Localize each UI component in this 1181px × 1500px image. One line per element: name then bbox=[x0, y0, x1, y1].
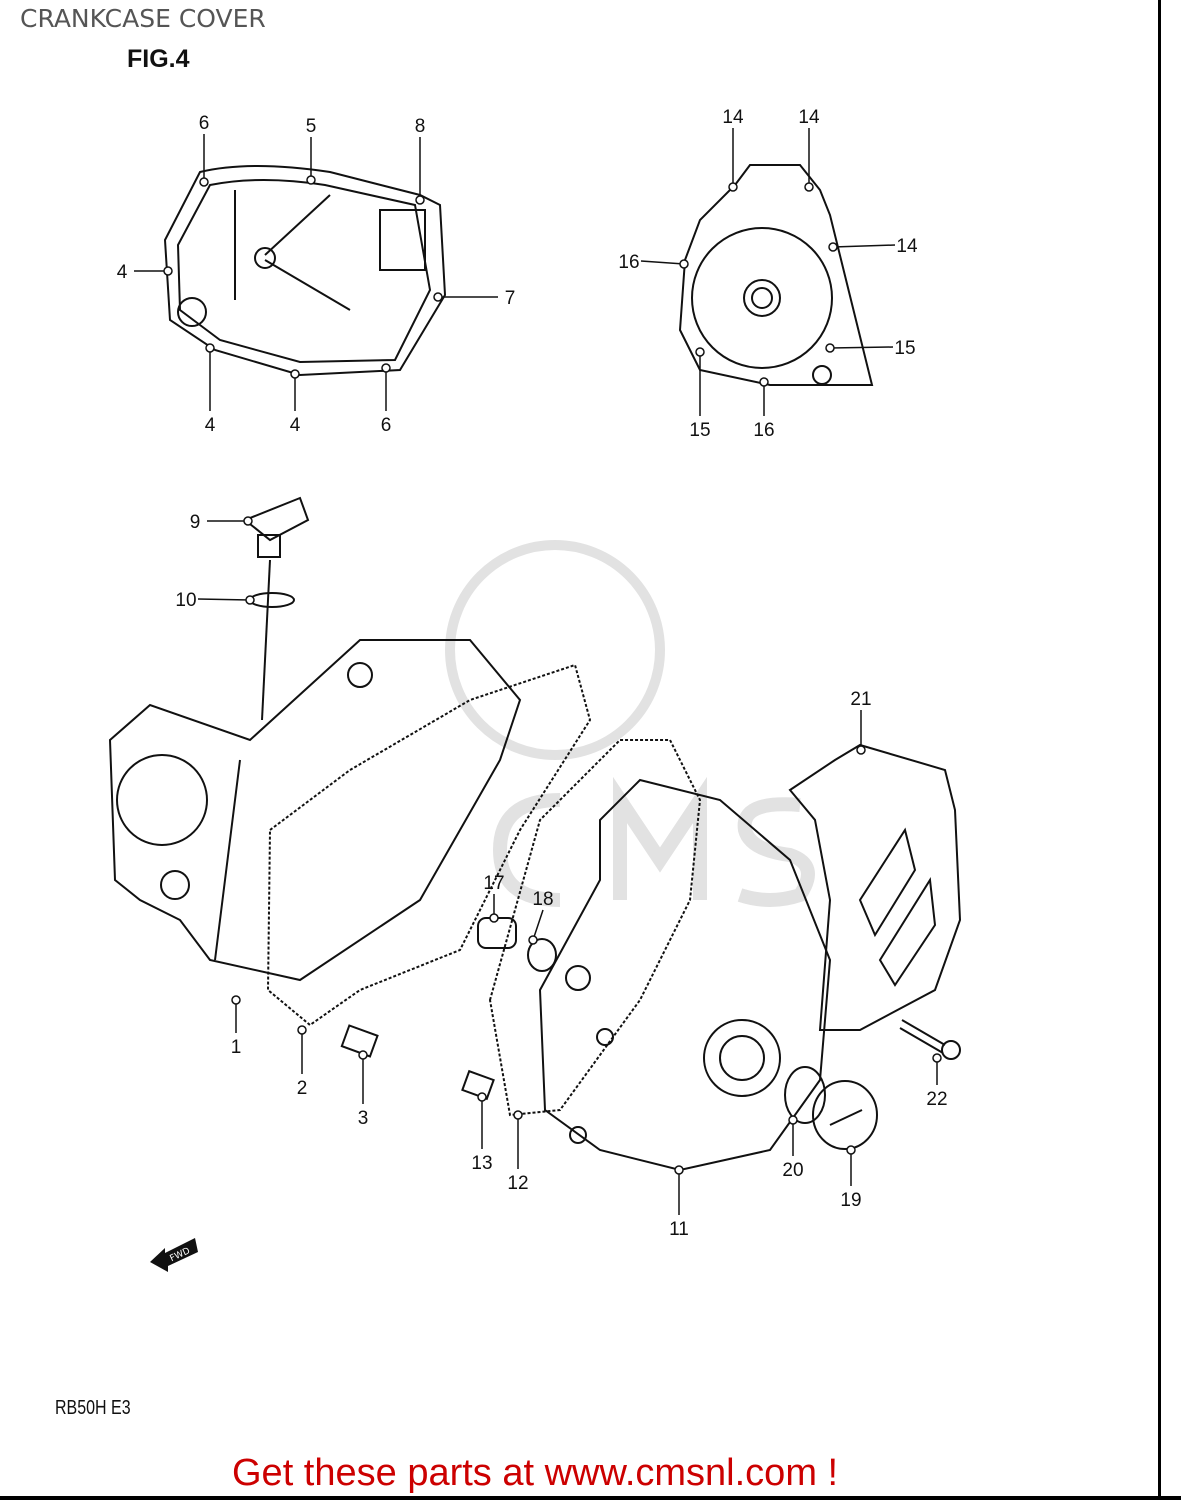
callout-number: 22 bbox=[926, 1089, 947, 1110]
callout-number: 2 bbox=[297, 1078, 308, 1099]
o-ring bbox=[784, 1066, 826, 1124]
gasket-washer bbox=[527, 938, 557, 972]
screw bbox=[899, 1019, 961, 1060]
callout-point bbox=[759, 377, 769, 387]
fwd-label: FWD bbox=[169, 1246, 192, 1264]
callout-number: 13 bbox=[471, 1153, 492, 1174]
callout-point bbox=[674, 1165, 684, 1175]
callout-point bbox=[788, 1115, 798, 1125]
callout-number: 16 bbox=[618, 252, 639, 273]
callout-point bbox=[528, 935, 538, 945]
callout-point bbox=[306, 175, 316, 185]
callout-number: 19 bbox=[840, 1190, 861, 1211]
callout-point bbox=[846, 1145, 856, 1155]
callout-point bbox=[728, 182, 738, 192]
crankcase-right-cover bbox=[538, 778, 832, 1172]
callout-point bbox=[477, 1092, 487, 1102]
callout-number: 17 bbox=[483, 873, 504, 894]
crankcase-cover-gasket bbox=[266, 663, 592, 1027]
callout-point bbox=[245, 595, 255, 605]
inspection-cap bbox=[812, 1080, 878, 1150]
crankcase bbox=[108, 639, 522, 982]
callout-point bbox=[695, 347, 705, 357]
callout-number: 4 bbox=[117, 262, 128, 283]
callout-point bbox=[825, 343, 835, 353]
callout-number: 1 bbox=[231, 1037, 242, 1058]
figure-label: FIG.4 bbox=[127, 45, 190, 73]
callout-number: 21 bbox=[850, 689, 871, 710]
callout-point bbox=[513, 1110, 523, 1120]
watermark-logo bbox=[445, 540, 815, 907]
callout-number: 10 bbox=[175, 590, 196, 611]
callout-point bbox=[856, 745, 866, 755]
callout-point bbox=[163, 266, 173, 276]
callout-number: 14 bbox=[896, 236, 918, 257]
callout-number: 4 bbox=[290, 415, 301, 436]
callout-number: 11 bbox=[669, 1219, 689, 1240]
callout-point bbox=[804, 182, 814, 192]
callout-point bbox=[205, 343, 215, 353]
callout-point bbox=[489, 913, 499, 923]
page-border-bottom bbox=[0, 1496, 1181, 1500]
callout-number: 4 bbox=[205, 415, 216, 436]
callout-number: 20 bbox=[782, 1160, 803, 1181]
callout-number: 14 bbox=[798, 107, 820, 128]
callout-number: 6 bbox=[381, 415, 392, 436]
callout-point bbox=[433, 292, 443, 302]
callout-leader bbox=[832, 244, 896, 248]
plug bbox=[477, 917, 517, 949]
callout-point bbox=[932, 1053, 942, 1063]
cover-guard bbox=[788, 743, 962, 1031]
callout-point bbox=[231, 995, 241, 1005]
callout-number: 14 bbox=[722, 107, 744, 128]
callout-point bbox=[199, 177, 209, 187]
page-border-right bbox=[1158, 0, 1161, 1500]
callout-point bbox=[297, 1025, 307, 1035]
clutch-cover-gasket bbox=[163, 165, 447, 377]
dowel-pin bbox=[340, 1024, 379, 1058]
callout-number: 15 bbox=[894, 338, 915, 359]
oil-filler-cap bbox=[243, 496, 310, 721]
callout-number: 8 bbox=[415, 116, 426, 137]
callout-point bbox=[679, 259, 689, 269]
callout-number: 12 bbox=[507, 1173, 528, 1194]
callout-number: 5 bbox=[306, 116, 317, 137]
callout-point bbox=[381, 363, 391, 373]
callout-point bbox=[290, 369, 300, 379]
callout-number: 3 bbox=[358, 1108, 369, 1129]
callout-number: 18 bbox=[532, 889, 553, 910]
dowel-pin bbox=[461, 1069, 495, 1101]
callout-leader bbox=[532, 909, 544, 941]
cover-gasket bbox=[488, 739, 702, 1117]
callout-number: 7 bbox=[505, 288, 516, 309]
callout-leader bbox=[829, 346, 894, 349]
promo-link[interactable]: Get these parts at www.cmsnl.com ! bbox=[232, 1452, 839, 1494]
forward-direction-icon: FWD bbox=[150, 1238, 198, 1272]
callout-point bbox=[415, 195, 425, 205]
callout-leader bbox=[640, 260, 685, 265]
callout-point bbox=[243, 516, 253, 526]
callout-point bbox=[828, 242, 838, 252]
model-code: RB50H E3 bbox=[55, 1397, 131, 1419]
magneto-cover-gasket bbox=[678, 164, 874, 386]
callout-number: 9 bbox=[190, 512, 201, 533]
callout-number: 15 bbox=[689, 420, 710, 441]
callout-number: 16 bbox=[753, 420, 774, 441]
callout-point bbox=[358, 1050, 368, 1060]
page-title: CRANKCASE COVER bbox=[20, 4, 266, 33]
callout-number: 6 bbox=[199, 113, 210, 134]
callout-leader bbox=[197, 598, 251, 601]
